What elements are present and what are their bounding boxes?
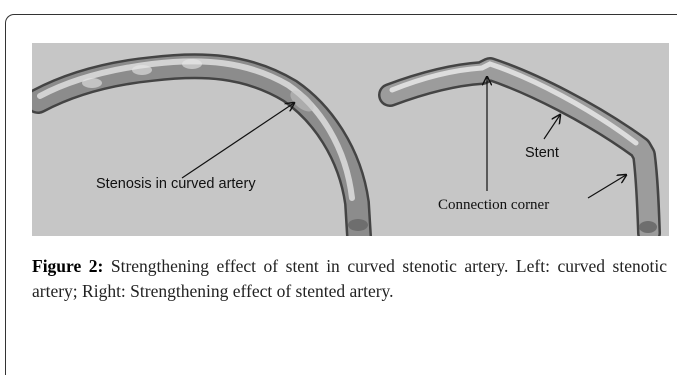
stenosis-arrow (182, 103, 294, 178)
figure-caption: Figure 2: Strengthening effect of stent … (32, 254, 667, 304)
figure-illustration: Stenosis in curved artery Connection cor… (32, 43, 669, 236)
figure-label: Figure 2: (32, 256, 103, 276)
caption-text: Strengthening effect of stent in curved … (32, 256, 667, 301)
corner-arrow-right (588, 175, 626, 198)
left-vessel (38, 59, 368, 236)
connection-corner-annotation: Connection corner (438, 197, 549, 213)
stenosis-annotation: Stenosis in curved artery (96, 176, 256, 192)
stent-annotation: Stent (525, 145, 559, 161)
figure-image: Stenosis in curved artery Connection cor… (32, 43, 669, 236)
stent-arrow (544, 115, 560, 139)
